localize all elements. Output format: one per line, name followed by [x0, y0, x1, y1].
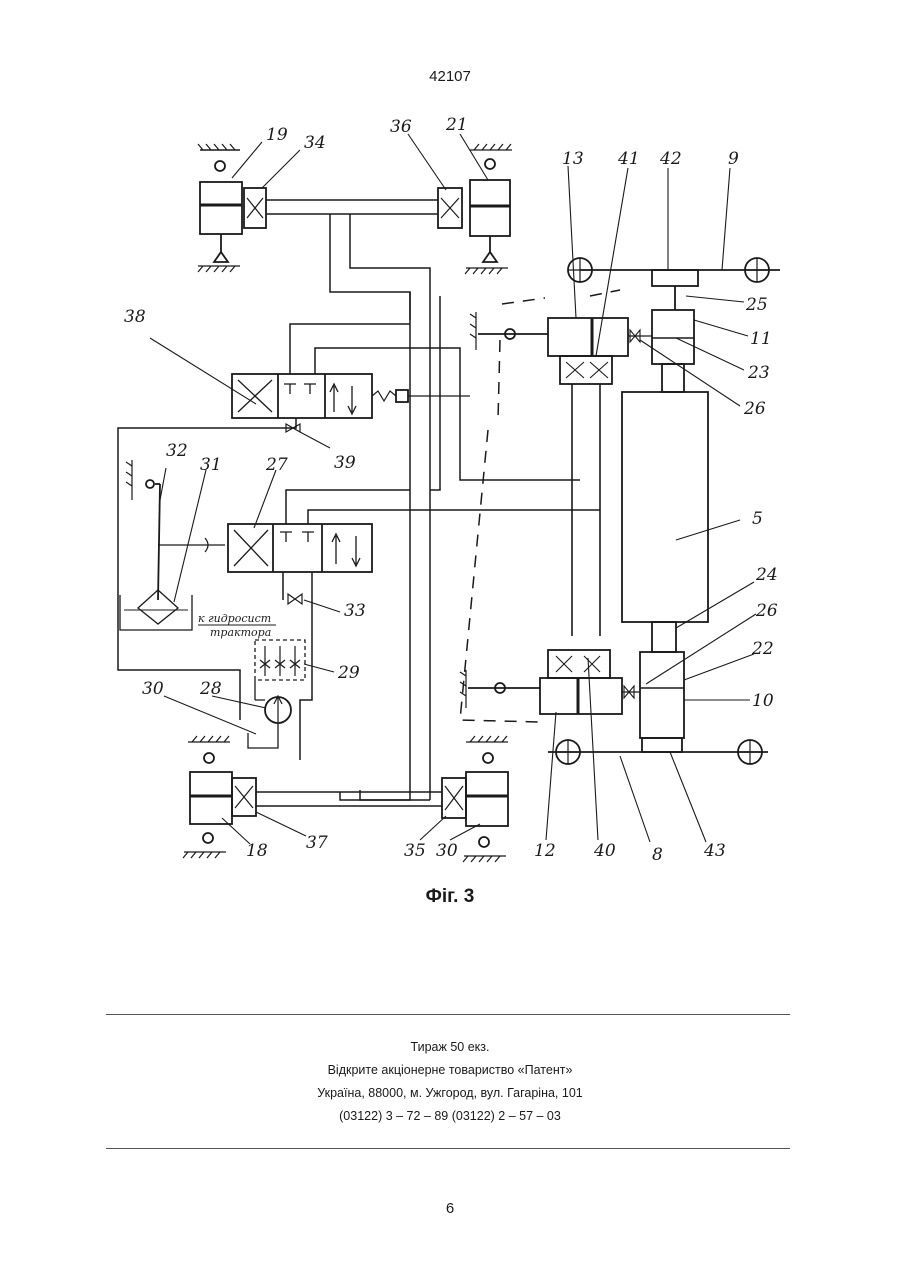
label-34: 34 [304, 133, 326, 153]
cylinder-30 [463, 736, 508, 862]
label-30-right: 30 [436, 841, 458, 861]
footer-line-company: Відкрите акціонерне товариство «Патент» [0, 1059, 900, 1082]
hydraulic-schematic-figure: 19 34 36 21 13 41 42 9 25 11 23 26 38 39… [0, 100, 900, 870]
figure-caption: Фіг. 3 [0, 886, 900, 908]
cylinder-11 [652, 286, 694, 392]
label-25: 25 [745, 295, 768, 315]
label-38: 38 [124, 307, 146, 327]
label-19: 19 [266, 125, 288, 145]
label-13: 13 [562, 149, 584, 169]
cylinder-21 [465, 144, 512, 274]
label-33: 33 [344, 601, 366, 621]
label-11: 11 [750, 329, 772, 349]
label-35: 35 [404, 841, 426, 861]
distributor-38 [232, 374, 470, 418]
pivot-12 [460, 670, 540, 708]
label-26-bottom: 26 [755, 601, 778, 621]
label-31: 31 [200, 455, 222, 475]
valve-37 [232, 778, 256, 816]
label-32: 32 [166, 441, 188, 461]
footer-line-address: Україна, 88000, м. Ужгород, вул. Гагарін… [0, 1082, 900, 1105]
label-40: 40 [593, 841, 616, 861]
label-29: 29 [337, 663, 360, 683]
valve-34 [244, 188, 266, 228]
label-24: 24 [755, 565, 778, 585]
block-29 [255, 640, 305, 680]
label-23: 23 [747, 363, 770, 383]
label-36: 36 [390, 117, 412, 137]
document-number: 42107 [0, 68, 900, 85]
beam-9 [568, 258, 780, 286]
lever-32 [126, 460, 225, 600]
footer-imprint: Тираж 50 екз. Відкрите акціонерне товари… [0, 1036, 900, 1128]
pivot-13 [470, 312, 548, 350]
page-number: 6 [0, 1200, 900, 1217]
pump-28 [248, 680, 291, 748]
note-hydrosystem-line2: трактора [210, 626, 271, 639]
label-43: 43 [703, 841, 726, 861]
cylinder-13 [548, 318, 652, 384]
footer-line-circulation: Тираж 50 екз. [0, 1036, 900, 1059]
label-22: 22 [751, 639, 774, 659]
beam-8 [548, 738, 768, 764]
label-27: 27 [265, 455, 288, 475]
valve-36 [438, 188, 462, 228]
label-30-left: 30 [142, 679, 164, 699]
label-39: 39 [334, 453, 356, 473]
valve-35 [442, 778, 466, 818]
label-9: 9 [728, 149, 739, 169]
label-12: 12 [534, 841, 556, 861]
label-42: 42 [659, 149, 682, 169]
label-10: 10 [752, 691, 774, 711]
label-18: 18 [246, 841, 268, 861]
throttle-33 [288, 594, 302, 604]
footer-line-phones: (03122) 3 – 72 – 89 (03122) 2 – 57 – 03 [0, 1105, 900, 1128]
body-5 [622, 392, 708, 622]
bottom-rule [106, 1148, 790, 1149]
label-28: 28 [199, 679, 222, 699]
label-26-top: 26 [743, 399, 766, 419]
note-hydrosystem-line1: к гидросист [198, 612, 271, 625]
cylinder-10 [640, 622, 684, 738]
label-37: 37 [306, 833, 328, 853]
label-21: 21 [445, 115, 468, 135]
float-31 [120, 590, 192, 630]
label-8: 8 [652, 845, 663, 865]
label-41: 41 [617, 149, 640, 169]
top-rule [106, 1014, 790, 1015]
distributor-27 [228, 524, 372, 572]
cylinder-19 [198, 144, 242, 272]
cylinder-18 [183, 736, 232, 858]
label-5: 5 [752, 509, 763, 529]
